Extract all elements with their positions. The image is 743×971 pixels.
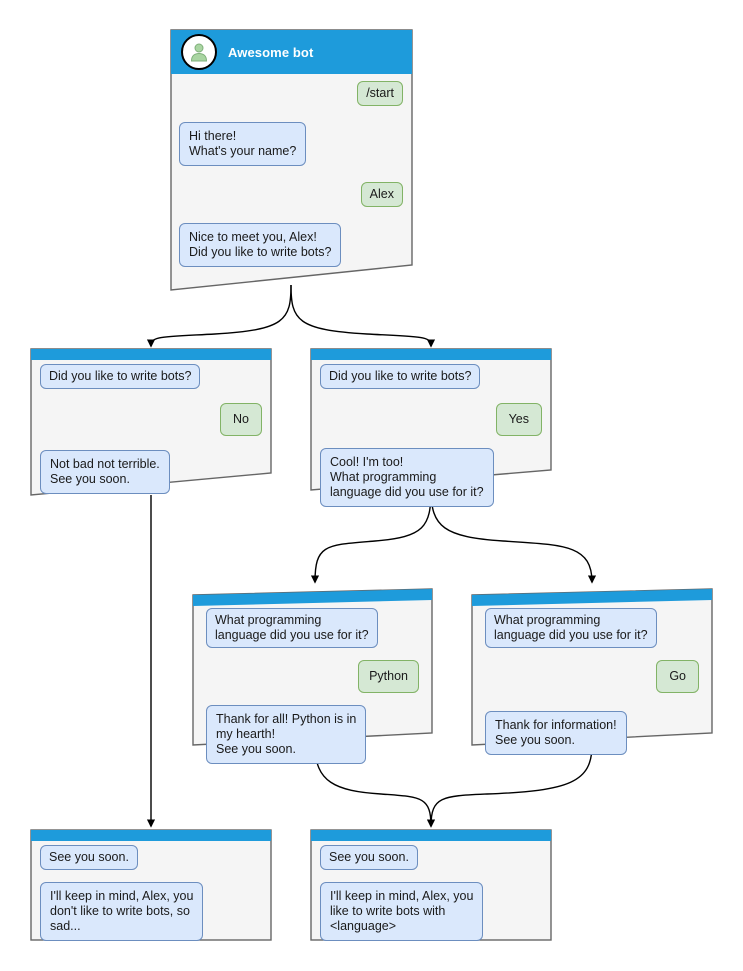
message-row: Thank for information! See you soon. [485,711,699,755]
node-end-happy[interactable]: See you soon. I'll keep in mind, Alex, y… [310,829,552,941]
message-row: /start [179,81,403,106]
message-row: Python [206,660,419,693]
bot-bubble[interactable]: What programming language did you use fo… [206,608,378,648]
node-no-branch-messages: Did you like to write bots? No Not bad n… [30,364,272,494]
message-row: See you soon. [40,845,262,870]
bot-bubble[interactable]: Thank for all! Python is in my hearth! S… [206,705,367,764]
node-no-branch[interactable]: Did you like to write bots? No Not bad n… [30,348,272,496]
user-bubble[interactable]: Go [656,660,699,693]
message-row: Did you like to write bots? [40,364,262,389]
message-row: Nice to meet you, Alex! Did you like to … [179,223,403,267]
user-bubble[interactable]: Alex [360,182,403,207]
message-row: See you soon. [320,845,542,870]
message-row: Did you like to write bots? [320,364,542,389]
bot-bubble[interactable]: I'll keep in mind, Alex, you like to wri… [320,882,484,941]
bot-bubble[interactable]: See you soon. [320,845,418,870]
bot-bubble[interactable]: I'll keep in mind, Alex, you don't like … [40,882,204,941]
node-root-title: Awesome bot [228,44,314,60]
node-root-titlebar: Awesome bot [171,30,412,74]
node-end-sad[interactable]: See you soon. I'll keep in mind, Alex, y… [30,829,272,941]
node-root[interactable]: Awesome bot /start Hi there! What's your… [169,29,413,291]
bot-bubble[interactable]: Nice to meet you, Alex! Did you like to … [179,223,342,267]
bot-bubble[interactable]: What programming language did you use fo… [485,608,657,648]
bot-bubble[interactable]: Thank for information! See you soon. [485,711,627,755]
node-python-branch[interactable]: What programming language did you use fo… [192,588,433,764]
user-bubble[interactable]: Yes [495,403,542,436]
node-end-happy-messages: See you soon. I'll keep in mind, Alex, y… [310,845,552,941]
message-row: Hi there! What's your name? [179,122,403,166]
node-python-branch-messages: What programming language did you use fo… [192,608,433,764]
message-row: Thank for all! Python is in my hearth! S… [206,705,419,764]
edge-root-to-no [146,284,292,348]
bot-bubble[interactable]: Cool! I'm too! What programming language… [320,448,494,507]
node-go-branch[interactable]: What programming language did you use fo… [471,588,713,755]
message-row: Yes [320,403,542,436]
edge-root-to-yes [290,284,436,348]
message-row: Not bad not terrible. See you soon. [40,450,262,494]
message-row: Alex [179,182,403,207]
person-avatar-icon [181,34,217,70]
message-row: No [40,403,262,436]
node-go-branch-messages: What programming language did you use fo… [471,608,713,755]
bot-bubble[interactable]: Hi there! What's your name? [179,122,307,166]
message-row: What programming language did you use fo… [485,608,699,648]
node-yes-branch-messages: Did you like to write bots? Yes Cool! I'… [310,364,552,507]
node-yes-branch[interactable]: Did you like to write bots? Yes Cool! I'… [310,348,552,507]
user-bubble[interactable]: /start [357,81,403,106]
message-row: Cool! I'm too! What programming language… [320,448,542,507]
user-bubble[interactable]: No [220,403,262,436]
node-root-messages: /start Hi there! What's your name? Alex … [169,81,413,267]
user-bubble[interactable]: Python [358,660,419,693]
node-end-sad-messages: See you soon. I'll keep in mind, Alex, y… [30,845,272,941]
edge-go-to-end-happy [426,744,593,828]
bot-bubble[interactable]: Did you like to write bots? [40,364,201,389]
bot-bubble[interactable]: Not bad not terrible. See you soon. [40,450,170,494]
message-row: I'll keep in mind, Alex, you don't like … [40,882,262,941]
message-row: I'll keep in mind, Alex, you like to wri… [320,882,542,941]
bot-bubble[interactable]: See you soon. [40,845,138,870]
message-row: Go [485,660,699,693]
bot-bubble[interactable]: Did you like to write bots? [320,364,481,389]
message-row: What programming language did you use fo… [206,608,419,648]
